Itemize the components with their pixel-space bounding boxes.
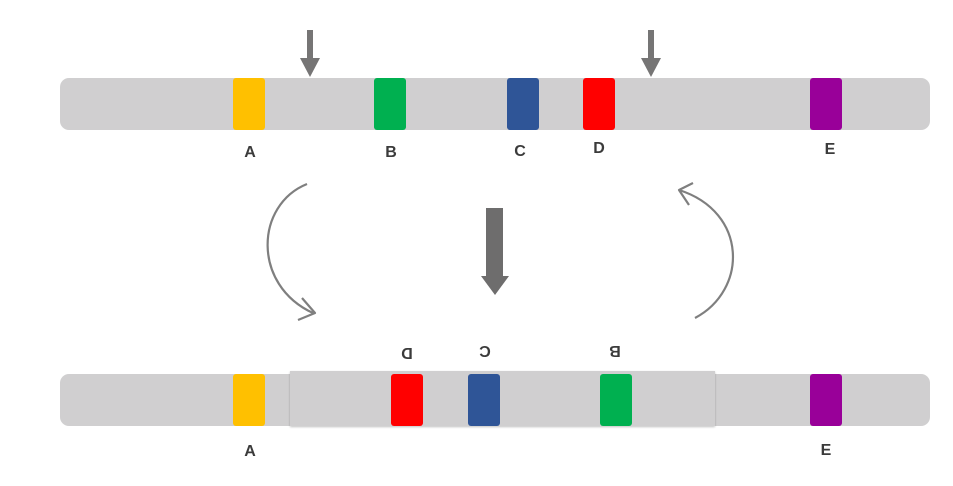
inverted-region	[290, 371, 715, 426]
curved-arrow-icon	[266, 182, 317, 322]
segment-b	[374, 78, 406, 130]
label-d-inverted: D	[401, 344, 413, 361]
top-chromosome: A B C D E	[60, 78, 930, 161]
rotation-curve-left-head	[297, 297, 317, 322]
segment-d	[391, 374, 423, 426]
segment-b	[600, 374, 632, 426]
segment-e	[810, 374, 842, 426]
label-a: A	[244, 443, 256, 460]
segment-a	[233, 78, 265, 130]
rotation-curve-right	[678, 188, 735, 319]
break-arrow-left	[300, 30, 320, 77]
label-c-inverted: C	[479, 342, 491, 359]
label-b-inverted: B	[609, 342, 621, 359]
rotation-curve-left	[266, 182, 314, 314]
label-c: C	[514, 143, 526, 160]
label-e: E	[821, 442, 832, 459]
segment-d	[583, 78, 615, 130]
label-e: E	[825, 141, 836, 158]
break-arrow-right	[641, 30, 661, 77]
segment-e	[810, 78, 842, 130]
label-a: A	[244, 144, 256, 161]
down-arrow-icon	[641, 30, 661, 77]
segment-a	[233, 374, 265, 426]
curved-arrow-icon	[677, 182, 735, 319]
label-b: B	[385, 144, 397, 161]
label-d: D	[593, 140, 605, 157]
down-arrow-icon	[300, 30, 320, 77]
top-chromosome-bar	[60, 78, 930, 130]
bottom-chromosome: A D C B E	[60, 342, 930, 460]
rotation-curve-right-head	[677, 182, 694, 206]
segment-c	[507, 78, 539, 130]
thick-down-arrow-icon	[481, 208, 509, 295]
segment-c	[468, 374, 500, 426]
